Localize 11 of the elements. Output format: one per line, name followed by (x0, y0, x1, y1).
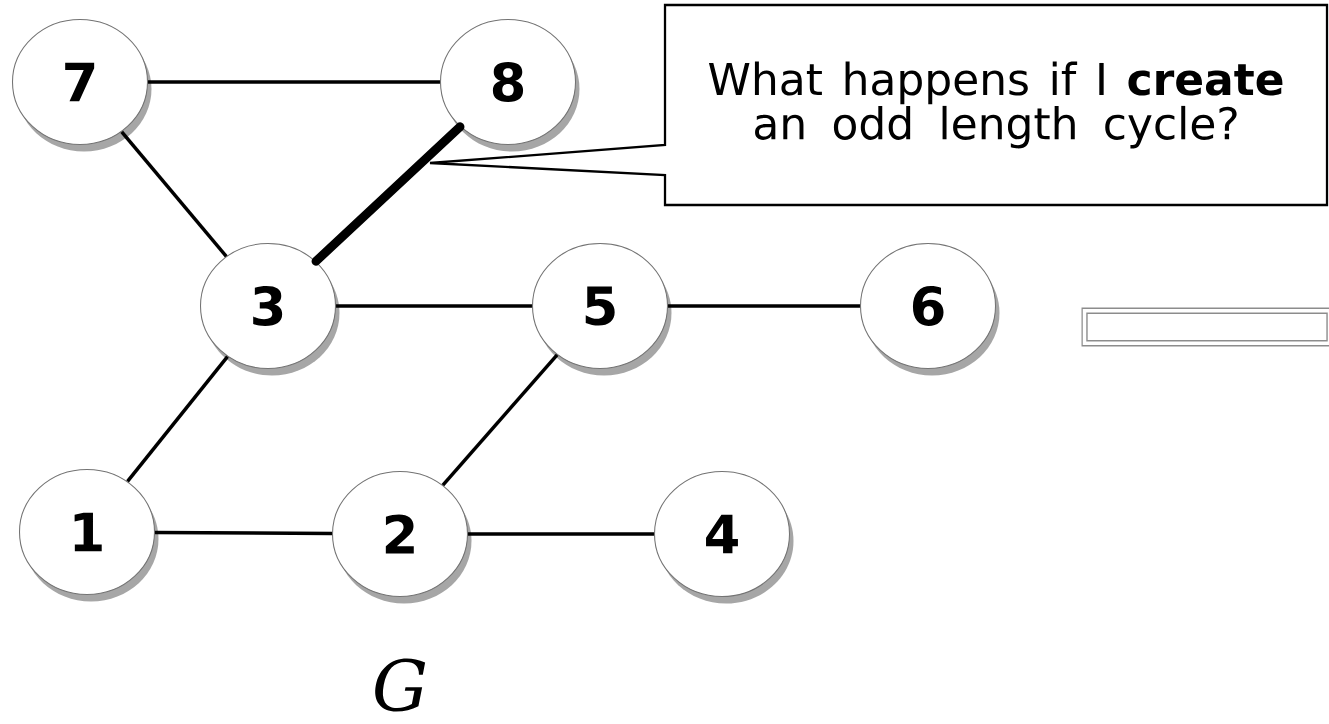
graph-caption: G (375, 658, 426, 712)
edge-line (311, 122, 465, 266)
edge-line (120, 130, 228, 258)
edge-line (148, 80, 440, 84)
edge-line (126, 355, 229, 483)
empty-box (1081, 307, 1329, 347)
edge-line (441, 353, 559, 487)
edge-line (336, 304, 532, 308)
edge-line (468, 532, 654, 536)
edge-line (668, 304, 860, 308)
edge-line (155, 530, 332, 536)
